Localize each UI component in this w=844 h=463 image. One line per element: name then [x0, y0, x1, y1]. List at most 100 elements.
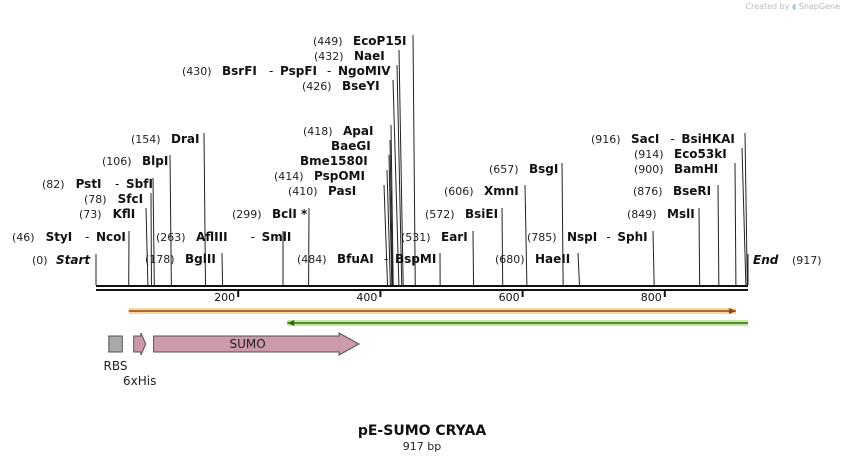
site-position-label: (449)	[313, 35, 343, 48]
sumo-feature-arrow	[153, 332, 361, 356]
rbs-feature-box	[108, 335, 123, 353]
enzyme-name-label: BglII	[185, 252, 216, 266]
site-name-separator: -	[606, 230, 610, 244]
site-leader-line	[741, 147, 747, 286]
site-leader-line	[744, 132, 748, 286]
site-leader-line	[652, 230, 655, 286]
snapgene-credit: Created by ◖ SnapGene	[745, 2, 840, 11]
enzyme-name-label: SfcI	[118, 192, 143, 206]
site-position-label: (106)	[102, 155, 132, 168]
enzyme-name-label: NcoI	[96, 230, 126, 244]
site-leader-line	[152, 177, 155, 286]
ruler-tick-label: 600	[499, 291, 520, 304]
orf-arrows	[128, 308, 748, 326]
site-position-label: (900)	[634, 163, 664, 176]
enzyme-name-label: Bme1580I	[300, 154, 368, 168]
enzyme-name-label: BamHI	[674, 162, 718, 176]
enzyme-name-label: BfuAI	[337, 252, 374, 266]
enzyme-name-label: SbfI	[126, 177, 153, 191]
enzyme-name-label: Eco53kI	[674, 147, 727, 161]
site-leader-lines	[95, 34, 749, 286]
site-leader-line	[396, 64, 403, 286]
enzyme-name-label: NaeI	[354, 49, 385, 63]
credit-brand: SnapGene	[798, 2, 840, 11]
site-name-separator: -	[85, 230, 89, 244]
construct-length: 917 bp	[402, 440, 442, 453]
enzyme-name-label: SacI	[631, 132, 659, 146]
enzyme-name-label: BsgI	[529, 162, 558, 176]
enzyme-name-label: BseRI	[673, 184, 711, 198]
site-position-label: (531)	[401, 231, 431, 244]
site-position-label: (606)	[444, 185, 474, 198]
enzyme-name-label: StyI	[46, 230, 73, 244]
site-leader-line	[388, 154, 393, 286]
site-position-label: (299)	[232, 208, 262, 221]
enzyme-name-label: BspMI	[395, 252, 436, 266]
enzyme-name-label: XmnI	[484, 184, 519, 198]
site-position-label: (430)	[182, 65, 212, 78]
enzyme-name-label: PspFI	[280, 64, 317, 78]
enzyme-name-label: MslI	[667, 207, 695, 221]
site-position-label: (426)	[302, 80, 332, 93]
enzyme-name-label: NspI	[567, 230, 597, 244]
ruler-tick-label: 200	[214, 291, 235, 304]
enzyme-name-label: ApaI	[343, 124, 373, 138]
enzyme-name-label: DraI	[171, 132, 199, 146]
site-position-label: (73)	[79, 208, 102, 221]
enzyme-name-label: BseYI	[342, 79, 380, 93]
site-position-label: (876)	[633, 185, 663, 198]
feature-label: SUMO	[229, 337, 265, 351]
site-name-separator: -	[670, 132, 674, 146]
site-leader-line	[392, 79, 400, 286]
site-name-separator: -	[327, 64, 331, 78]
site-position-label: (414)	[274, 170, 304, 183]
start-position-label: (0)	[32, 254, 48, 267]
site-position-label: (432)	[314, 50, 344, 63]
enzyme-name-label: HaeII	[535, 252, 570, 266]
site-leader-line	[169, 154, 172, 286]
his-tag-feature-arrow	[133, 332, 147, 356]
sequence-map: (46)StyI-NcoI(73)KflI(78)SfcI(82)PstI-Sb…	[12, 34, 822, 388]
site-position-label: (785)	[527, 231, 557, 244]
site-position-label: (849)	[627, 208, 657, 221]
site-leader-line	[390, 124, 394, 286]
forward-orf-arrowhead	[728, 308, 736, 314]
site-position-label: (914)	[634, 148, 664, 161]
enzyme-name-label: BlpI	[142, 154, 168, 168]
site-labels: (46)StyI-NcoI(73)KflI(78)SfcI(82)PstI-Sb…	[12, 34, 822, 267]
site-position-label: (572)	[425, 208, 455, 221]
start-label: Start	[56, 253, 91, 267]
site-position-label: (154)	[131, 133, 161, 146]
enzyme-name-label: EarI	[441, 230, 468, 244]
site-position-label: (657)	[489, 163, 519, 176]
end-position-label: (917)	[792, 254, 822, 267]
enzyme-name-label: PstI	[76, 177, 102, 191]
construct-title: pE-SUMO CRYAA	[357, 423, 487, 439]
site-position-label: (680)	[495, 253, 525, 266]
site-name-separator: -	[384, 252, 388, 266]
feature-label: RBS	[104, 359, 128, 373]
reverse-orf-arrowhead	[287, 320, 295, 326]
dna-backbone	[96, 285, 748, 291]
credit-prefix: Created by	[745, 2, 790, 11]
site-leader-line	[717, 184, 720, 286]
site-leader-line	[389, 139, 393, 286]
ruler-tick-label: 400	[356, 291, 377, 304]
site-leader-line	[698, 207, 701, 286]
site-position-label: (46)	[12, 231, 35, 244]
site-position-label: (263)	[156, 231, 186, 244]
end-label: End	[753, 253, 779, 267]
site-leader-line	[561, 162, 564, 286]
site-position-label: (410)	[288, 185, 318, 198]
feature-label: 6xHis	[123, 374, 156, 388]
site-position-label: (78)	[84, 193, 107, 206]
enzyme-name-label: PasI	[328, 184, 356, 198]
enzyme-name-label: EcoP15I	[353, 34, 407, 48]
site-name-separator: -	[115, 177, 119, 191]
site-leader-line	[398, 49, 404, 286]
site-position-label: (484)	[297, 253, 327, 266]
site-leader-line	[501, 207, 504, 286]
enzyme-name-label: BclI *	[272, 207, 308, 221]
